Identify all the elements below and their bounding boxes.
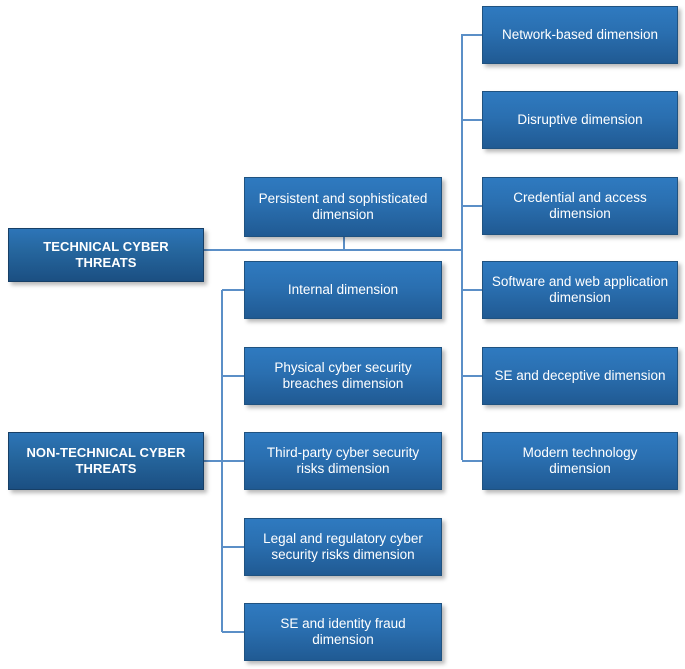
node-network-based-dimension[interactable]: Network-based dimension — [482, 6, 678, 64]
node-credential-and-access-dimension[interactable]: Credential and access dimension — [482, 177, 678, 235]
node-label: Credential and access dimension — [513, 189, 647, 221]
node-se-and-deceptive-dimension[interactable]: SE and deceptive dimension — [482, 347, 678, 405]
node-software-and-web-application-dimension[interactable]: Software and web application dimension — [482, 261, 678, 319]
node-label: NON-TECHNICAL CYBER THREATS — [26, 445, 186, 476]
node-modern-technology-dimension[interactable]: Modern technology dimension — [482, 432, 678, 490]
node-label: Legal and regulatory cyber security risk… — [263, 530, 423, 562]
node-se-and-identity-fraud-dimension[interactable]: SE and identity fraud dimension — [244, 603, 442, 661]
node-label: Internal dimension — [287, 281, 399, 297]
node-label: Persistent and sophisticated dimension — [258, 190, 428, 222]
node-third-party-cyber-security-risks-dimension[interactable]: Third-party cyber security risks dimensi… — [244, 432, 442, 490]
node-label: Network-based dimension — [501, 26, 659, 42]
node-label: TECHNICAL CYBER THREATS — [43, 239, 169, 270]
node-label: Third-party cyber security risks dimensi… — [266, 444, 420, 476]
node-label: Physical cyber security breaches dimensi… — [274, 359, 412, 391]
node-label: Disruptive dimension — [517, 111, 643, 127]
node-label: SE and deceptive dimension — [494, 367, 666, 383]
node-persistent-and-sophisticated-dimension[interactable]: Persistent and sophisticated dimension — [244, 177, 442, 237]
node-legal-and-regulatory-cyber-security-risks-dimension[interactable]: Legal and regulatory cyber security risk… — [244, 518, 442, 576]
node-non-technical-cyber-threats[interactable]: NON-TECHNICAL CYBER THREATS — [8, 432, 204, 490]
node-technical-cyber-threats[interactable]: TECHNICAL CYBER THREATS — [8, 228, 204, 282]
node-physical-cyber-security-breaches-dimension[interactable]: Physical cyber security breaches dimensi… — [244, 347, 442, 405]
node-label: Software and web application dimension — [491, 273, 669, 305]
node-internal-dimension[interactable]: Internal dimension — [244, 261, 442, 319]
node-label: Modern technology dimension — [522, 444, 638, 476]
node-label: SE and identity fraud dimension — [280, 615, 406, 647]
node-disruptive-dimension[interactable]: Disruptive dimension — [482, 91, 678, 149]
